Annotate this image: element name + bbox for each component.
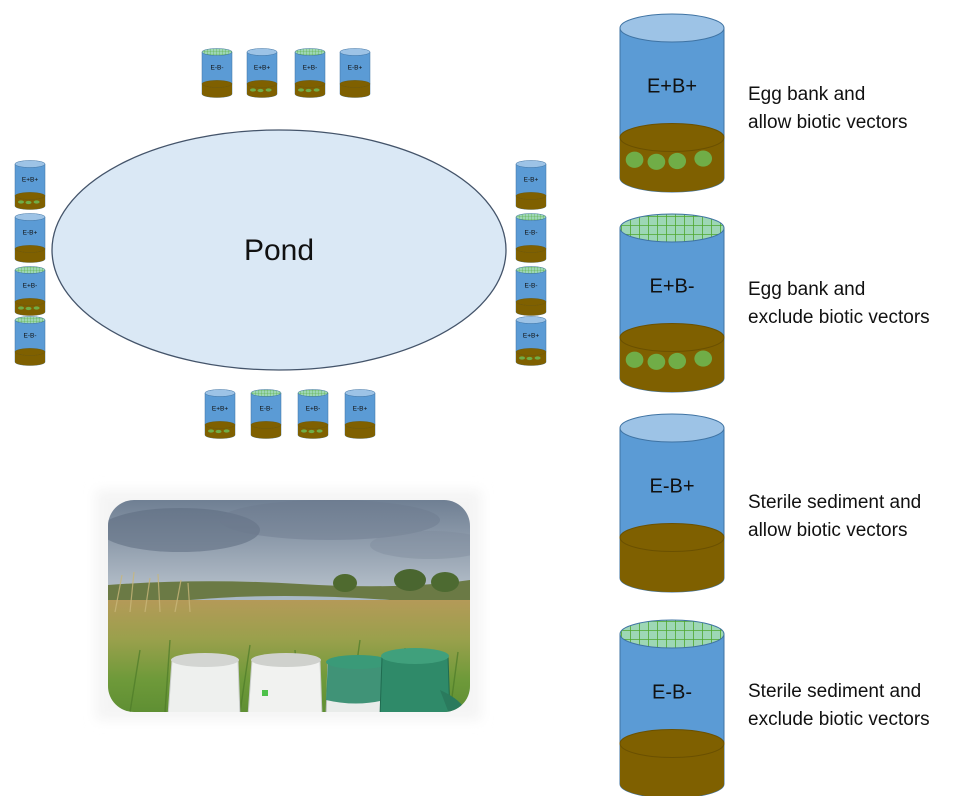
pond-label: Pond xyxy=(244,234,314,267)
small-bucket-left: E-B+ xyxy=(14,213,46,263)
egg-bank xyxy=(18,306,40,311)
mesh-lid xyxy=(294,48,326,56)
small-bucket-right: E-B- xyxy=(515,213,547,263)
small-bucket-bottom: E-B+ xyxy=(344,389,376,439)
open-top xyxy=(246,48,278,56)
legend-line1: Egg bank and xyxy=(748,279,865,300)
bucket-label: E+B+ xyxy=(212,406,228,413)
small-bucket-left: E+B+ xyxy=(14,160,46,210)
legend-bucket-eminusbminus: E-B- xyxy=(619,619,725,796)
open-top xyxy=(619,413,725,443)
legend-bucket-eplusbminus: E+B- xyxy=(619,213,725,393)
legend-line2: exclude biotic vectors xyxy=(748,709,930,730)
small-bucket-top: E+B- xyxy=(294,48,326,98)
bucket-label: E-B+ xyxy=(348,65,363,72)
bucket-label: E-B- xyxy=(652,682,692,704)
legend-bucket-eplusbplus: E+B+ xyxy=(619,13,725,193)
bucket-label: E-B- xyxy=(525,283,538,290)
mesh-lid xyxy=(201,48,233,56)
bucket-label: E-B+ xyxy=(353,406,368,413)
bucket-label: E-B+ xyxy=(23,230,38,237)
bucket-label: E+B+ xyxy=(22,177,38,184)
small-bucket-bottom: E-B- xyxy=(250,389,282,439)
photo-bucket-white-2 xyxy=(247,653,323,712)
bucket-label: E-B- xyxy=(211,65,224,72)
bucket-label: E+B- xyxy=(306,406,321,413)
open-top xyxy=(14,160,46,168)
legend-line1: Sterile sediment and xyxy=(748,681,921,702)
field-photo xyxy=(96,490,481,720)
small-bucket-right: E-B+ xyxy=(515,160,547,210)
photo-bucket-green-1 xyxy=(325,655,393,712)
open-top xyxy=(515,160,547,168)
mesh-lid xyxy=(250,389,282,397)
small-bucket-left: E-B- xyxy=(14,316,46,366)
legend-line1: Egg bank and xyxy=(748,84,865,105)
photo-bucket-green-2 xyxy=(379,648,466,712)
legend-bucket-eminusbplus: E-B+ xyxy=(619,413,725,593)
small-bucket-right: E-B- xyxy=(515,266,547,316)
legend-line2: allow biotic vectors xyxy=(748,520,907,541)
bucket-label: E+B+ xyxy=(523,333,539,340)
open-top xyxy=(204,389,236,397)
egg-bank xyxy=(18,200,40,205)
bucket-label: E+B- xyxy=(23,283,38,290)
mesh-lid xyxy=(14,266,46,274)
egg-bank xyxy=(208,429,230,434)
mesh-lid xyxy=(297,389,329,397)
mesh-lid xyxy=(515,213,547,221)
egg-bank xyxy=(298,88,320,93)
open-top xyxy=(344,389,376,397)
small-buckets-group: E-B- E+B+ E+B- E-B+ E+B+ E-B- E+B- E-B+ E+B+ E-B+… xyxy=(14,48,547,439)
bucket-label: E+B+ xyxy=(254,65,270,72)
bucket-label: E+B+ xyxy=(647,76,697,98)
small-bucket-top: E-B+ xyxy=(339,48,371,98)
legend-line2: allow biotic vectors xyxy=(748,112,907,133)
small-bucket-bottom: E+B- xyxy=(297,389,329,439)
bucket-label: E-B+ xyxy=(524,177,539,184)
egg-bank xyxy=(625,150,713,170)
egg-bank xyxy=(519,356,541,361)
mesh-lid xyxy=(515,266,547,274)
small-bucket-top: E+B+ xyxy=(246,48,278,98)
bucket-label: E-B- xyxy=(24,333,37,340)
small-bucket-bottom: E+B+ xyxy=(204,389,236,439)
legend-line2: exclude biotic vectors xyxy=(748,307,930,328)
pond xyxy=(51,129,507,371)
legend-line1: Sterile sediment and xyxy=(748,492,921,513)
mesh-lid xyxy=(619,213,725,243)
bucket-label: E-B+ xyxy=(649,476,694,498)
small-bucket-right: E+B+ xyxy=(515,316,547,366)
open-top xyxy=(619,13,725,43)
egg-bank xyxy=(250,88,272,93)
mesh-lid xyxy=(14,316,46,324)
legend-buckets-group: E+B+ E+B- E-B+ E-B- xyxy=(619,13,725,796)
open-top xyxy=(14,213,46,221)
open-top xyxy=(515,316,547,324)
mesh-lid xyxy=(619,619,725,649)
bucket-label: E-B- xyxy=(260,406,273,413)
open-top xyxy=(339,48,371,56)
egg-bank xyxy=(301,429,323,434)
photo-bucket-white-1 xyxy=(167,653,241,712)
small-bucket-top: E-B- xyxy=(201,48,233,98)
bucket-label: E+B- xyxy=(303,65,318,72)
small-bucket-left: E+B- xyxy=(14,266,46,316)
egg-bank xyxy=(625,350,713,370)
bucket-label: E-B- xyxy=(525,230,538,237)
bucket-label: E+B- xyxy=(649,276,694,298)
